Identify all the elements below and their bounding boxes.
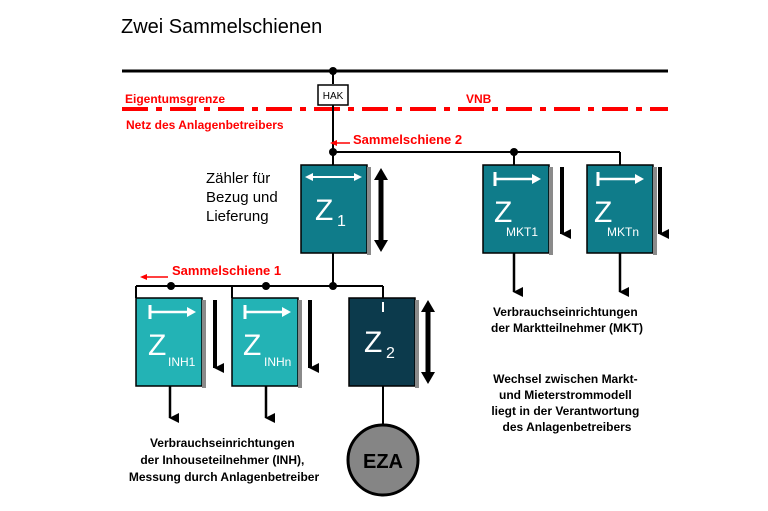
eza-label: EZA bbox=[363, 451, 403, 473]
busbar-1-node-main bbox=[329, 282, 337, 290]
meter-inhn-sub: INHn bbox=[264, 355, 291, 369]
meter-caption-line-1: Zähler für bbox=[206, 170, 270, 187]
meter-z2-sub: 2 bbox=[386, 345, 395, 362]
diagram-title: Zwei Sammelschienen bbox=[121, 16, 322, 38]
meter-caption-line-3: Lieferung bbox=[206, 208, 269, 225]
meter-z2-shadow bbox=[415, 300, 419, 388]
meter-inh1-sub: INH1 bbox=[168, 355, 196, 369]
inh-consumers-line-1: Verbrauchseinrichtungen bbox=[150, 436, 295, 450]
z1-bidir-down-icon bbox=[374, 240, 388, 252]
meter-z1: Z 1 bbox=[300, 164, 371, 255]
meter-mkt1-letter: Z bbox=[494, 196, 512, 229]
meter-mktn: Z MKTn bbox=[586, 164, 657, 255]
meter-inhn-shadow bbox=[298, 300, 302, 388]
meter-z1-arrow-left-icon bbox=[305, 173, 313, 181]
switch-note: Wechsel zwischen Markt- und Mieterstromm… bbox=[491, 372, 642, 434]
meter-inh1-shadow bbox=[202, 300, 206, 388]
meter-inh1: Z INH1 bbox=[135, 297, 206, 388]
meter-mktn-letter: Z bbox=[594, 196, 612, 229]
meter-inh1-arrow-icon bbox=[187, 307, 196, 317]
busbar-1-red-arrowhead bbox=[140, 274, 147, 280]
meter-mkt1-sub: MKT1 bbox=[506, 225, 538, 239]
meter-mkt1-shadow bbox=[549, 167, 553, 255]
z2-bidir-down-icon bbox=[421, 372, 435, 384]
mkt-consumers-note: Verbrauchseinrichtungen der Marktteilneh… bbox=[491, 305, 643, 335]
switch-note-line-4: des Anlagenbetreibers bbox=[503, 420, 632, 434]
meter-z1-sub: 1 bbox=[337, 213, 346, 230]
vnb-label: VNB bbox=[466, 92, 492, 106]
meter-z1-letter: Z bbox=[315, 194, 333, 227]
meter-z2: Z 2 bbox=[348, 297, 419, 388]
inh-consumers-line-3: Messung durch Anlagenbetreiber bbox=[129, 470, 320, 484]
inh-consumers-note: Verbrauchseinrichtungen der Inhouseteiln… bbox=[129, 436, 320, 484]
busbar-2-label: Sammelschiene 2 bbox=[353, 132, 462, 147]
meter-caption: Zähler für Bezug und Lieferung bbox=[206, 170, 282, 225]
meter-inh1-letter: Z bbox=[148, 329, 166, 362]
meter-z1-arrow-right-icon bbox=[354, 173, 362, 181]
meter-caption-line-2: Bezug und bbox=[206, 189, 278, 206]
meter-inhn-arrow-icon bbox=[282, 307, 291, 317]
meter-z2-box bbox=[348, 297, 416, 387]
busbar-2-red-arrowhead bbox=[330, 140, 337, 146]
meter-z1-shadow bbox=[367, 167, 371, 255]
switch-note-line-3: liegt in der Verantwortung bbox=[491, 404, 639, 418]
ownership-boundary-label: Eigentumsgrenze bbox=[125, 92, 225, 106]
meter-mkt1-arrow-icon bbox=[532, 174, 541, 184]
inh-consumers-line-2: der Inhouseteilnehmer (INH), bbox=[140, 453, 304, 467]
meter-mkt1: Z MKT1 bbox=[482, 164, 553, 255]
z1-bidir-up-icon bbox=[374, 168, 388, 180]
busbar-1-node-inhn bbox=[262, 282, 270, 290]
hak-label: HAK bbox=[323, 91, 344, 102]
eza-generator bbox=[346, 423, 420, 497]
meter-mktn-arrow-icon bbox=[635, 174, 644, 184]
busbar-1-node-inh1 bbox=[167, 282, 175, 290]
z2-bidir-up-icon bbox=[421, 300, 435, 312]
switch-note-line-1: Wechsel zwischen Markt- bbox=[493, 372, 638, 386]
meter-mktn-sub: MKTn bbox=[607, 225, 639, 239]
meter-inhn-letter: Z bbox=[243, 329, 261, 362]
mkt-consumers-line-2: der Marktteilnehmer (MKT) bbox=[491, 321, 643, 335]
meter-z2-letter: Z bbox=[364, 326, 382, 359]
busbar-1-label: Sammelschiene 1 bbox=[172, 263, 281, 278]
operator-network-label: Netz des Anlagenbetreibers bbox=[126, 118, 284, 132]
switch-note-line-2: und Mieterstrommodell bbox=[499, 388, 632, 402]
meter-mktn-shadow bbox=[653, 167, 657, 255]
meter-inhn: Z INHn bbox=[231, 297, 302, 388]
mkt-consumers-line-1: Verbrauchseinrichtungen bbox=[493, 305, 638, 319]
